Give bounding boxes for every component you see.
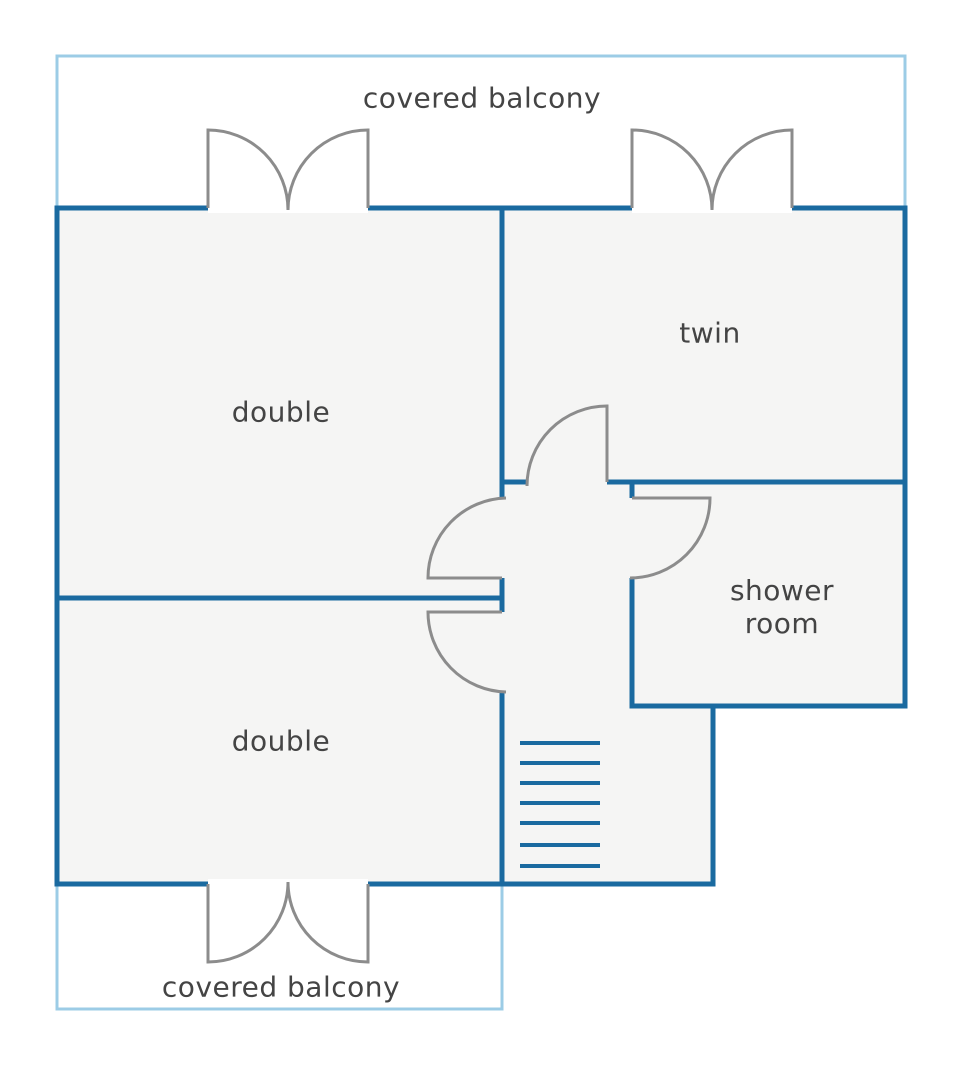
stairs <box>520 741 600 868</box>
label-twin: twin <box>679 316 741 350</box>
label-double-bottom: double <box>231 724 331 758</box>
room-fills <box>57 208 905 884</box>
label-balcony-top: covered balcony <box>362 81 602 115</box>
door-twin <box>525 404 609 487</box>
label-double-top: double <box>231 395 331 429</box>
door-double-bottom-room <box>426 610 507 694</box>
label-balcony-bottom: covered balcony <box>161 970 401 1004</box>
door-double-top-right <box>630 128 794 211</box>
door-double-top-left <box>206 128 370 211</box>
door-shower <box>629 496 712 580</box>
door-double-bottom <box>206 881 370 964</box>
door-double-top <box>426 496 507 580</box>
label-shower-room: shower room <box>729 574 835 640</box>
